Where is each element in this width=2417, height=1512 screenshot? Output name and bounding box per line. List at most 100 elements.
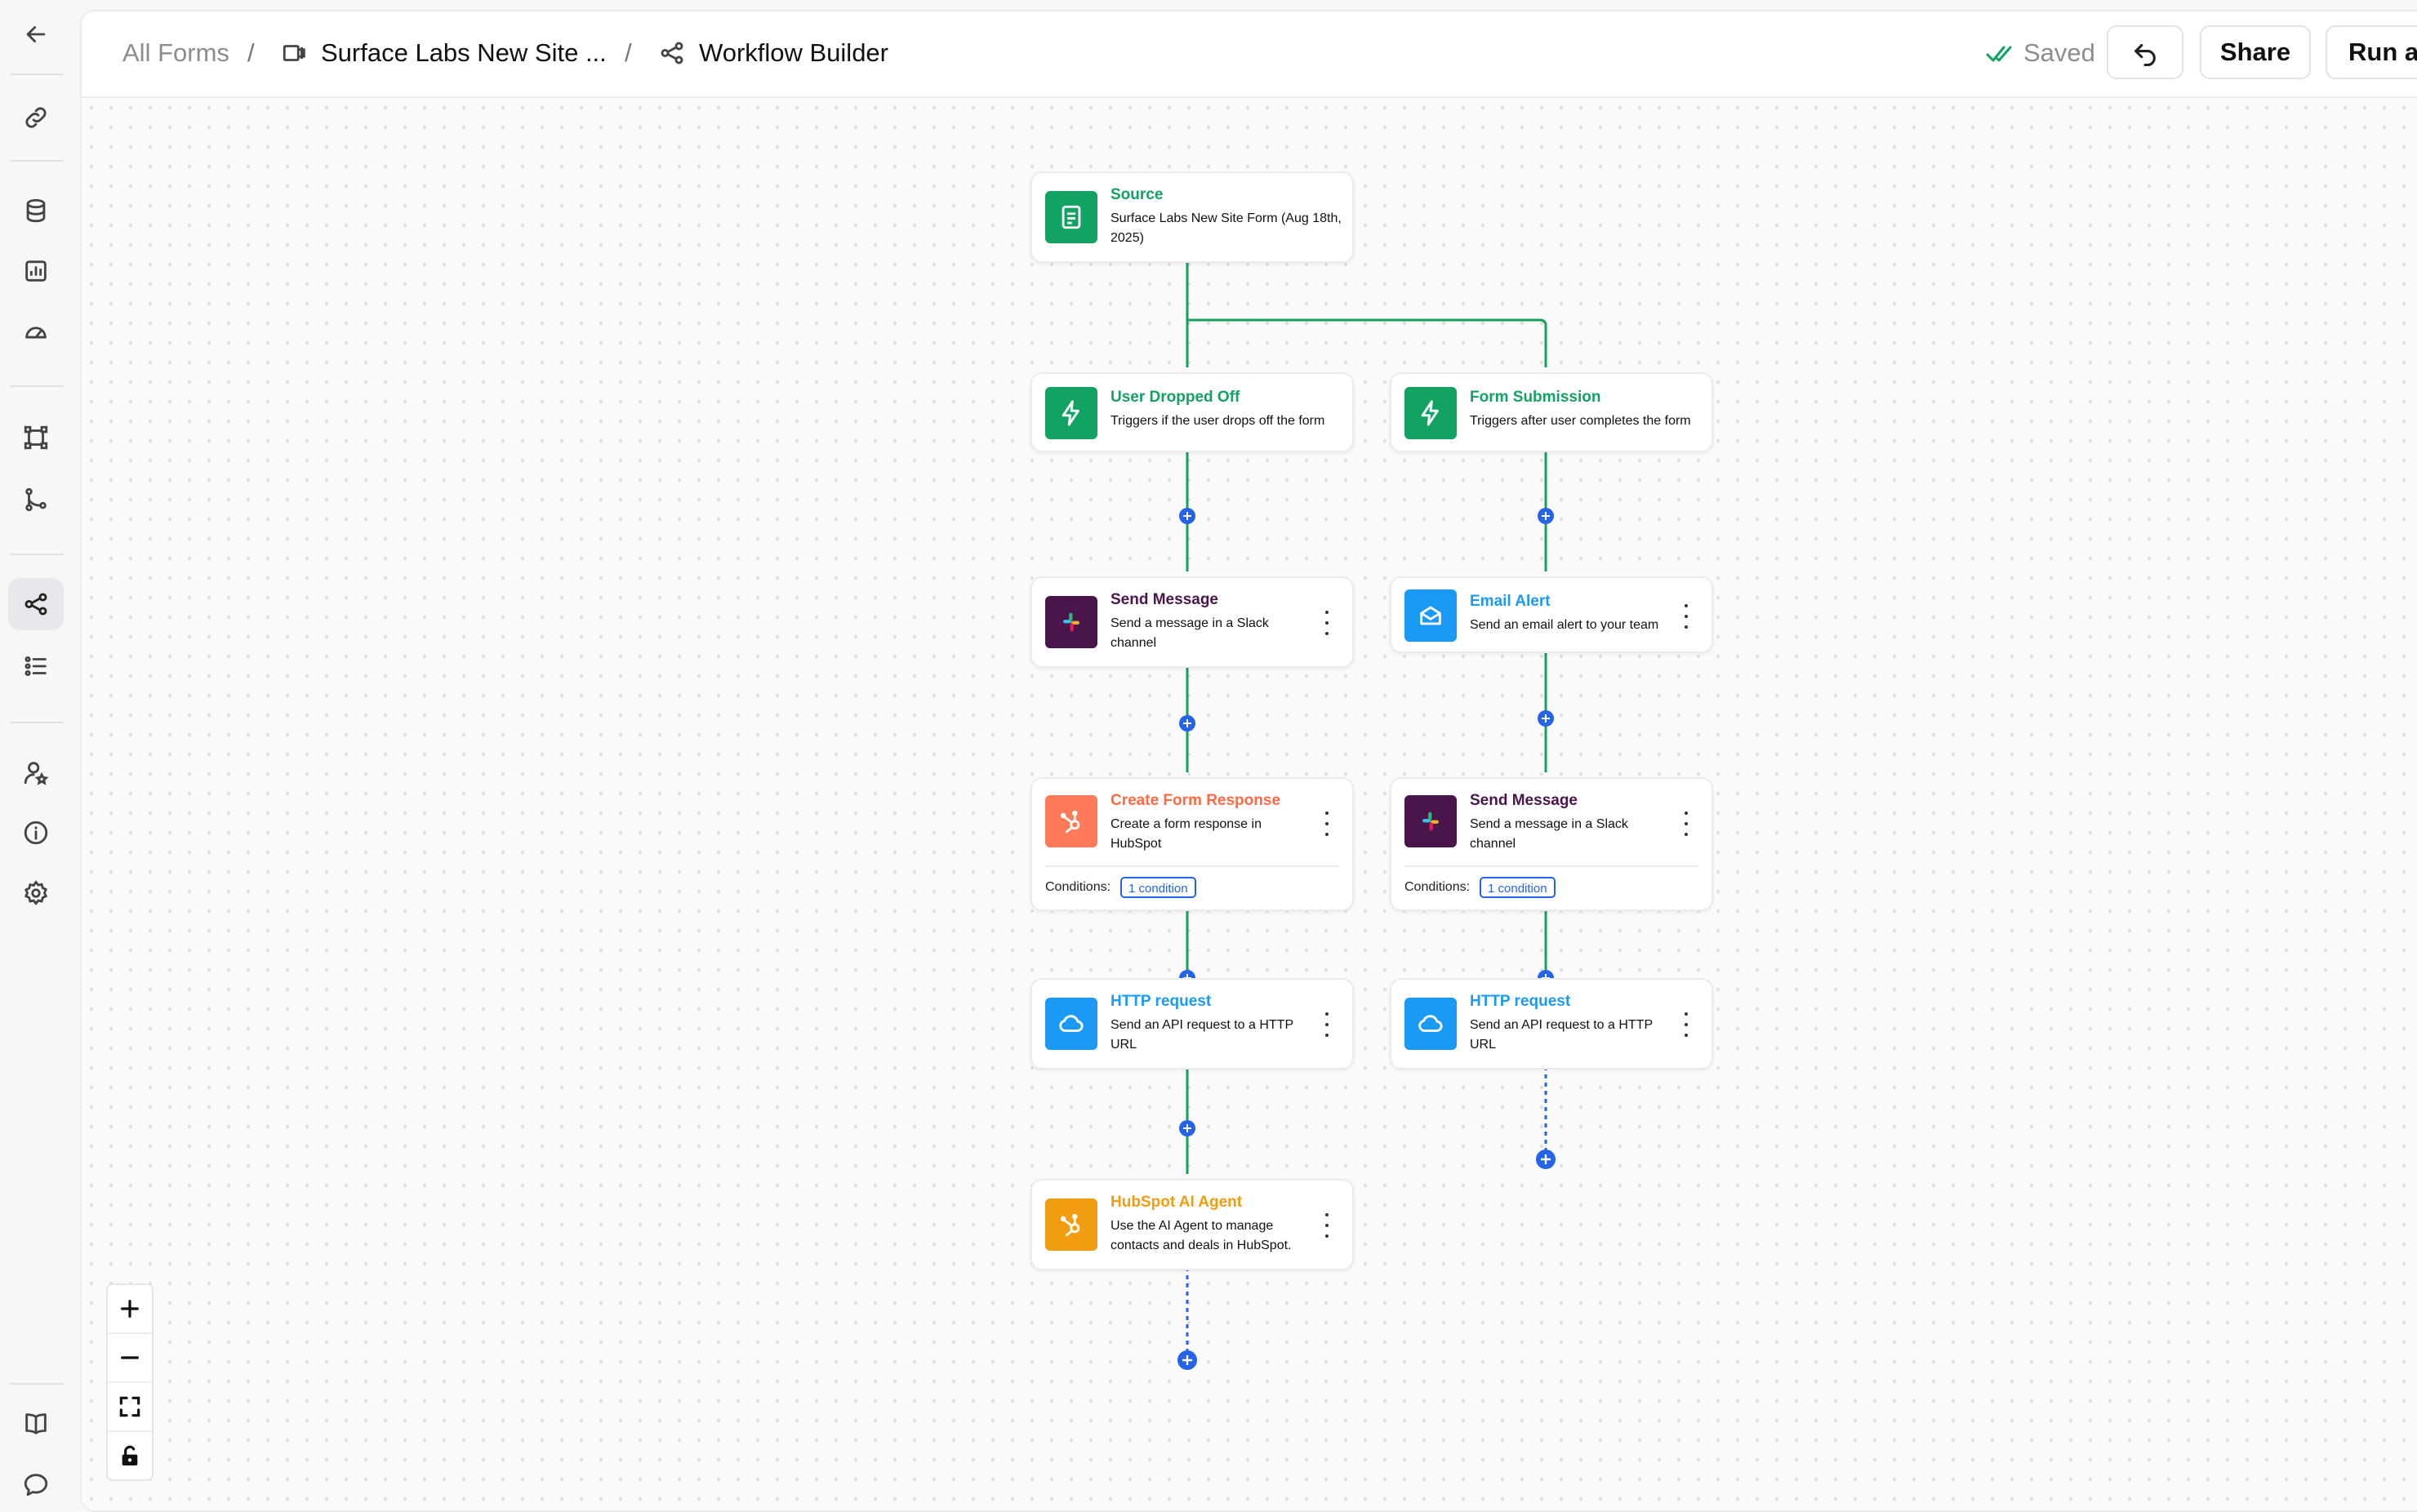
link-icon[interactable] [8, 91, 64, 144]
node-description: Send an API request to a HTTP URL [1470, 1018, 1653, 1052]
action-node-http-request[interactable]: HTTP request Send an API request to a HT… [1030, 978, 1354, 1070]
lock-button[interactable] [108, 1432, 152, 1479]
add-step-icon[interactable] [1179, 1120, 1195, 1136]
node-description: Send a message in a Slack channel [1470, 817, 1628, 851]
conditions-label: Conditions: [1404, 880, 1471, 894]
more-options-icon[interactable] [1321, 611, 1333, 635]
action-node-email-alert[interactable]: Email Alert Send an email alert to your … [1390, 576, 1713, 653]
more-options-icon[interactable] [1680, 812, 1692, 836]
node-description: Send a message in a Slack channel [1111, 616, 1269, 650]
breadcrumb-all-forms[interactable]: All Forms [122, 38, 229, 67]
zoom-out-button[interactable] [108, 1334, 152, 1383]
node-title: User Dropped Off [1111, 389, 1240, 406]
node-description: Send an email alert to your team [1470, 618, 1659, 632]
slack-icon [1045, 596, 1097, 648]
sidebar-divider [10, 385, 64, 387]
frame-icon[interactable] [8, 411, 64, 464]
trigger-node-form-submission[interactable]: Form Submission Triggers after user comp… [1390, 372, 1713, 452]
more-options-icon[interactable] [1680, 604, 1692, 629]
node-title: HTTP request [1470, 993, 1571, 1010]
conditions-label: Conditions: [1045, 880, 1111, 894]
bar-chart-icon[interactable] [8, 245, 64, 297]
lightning-icon [1404, 387, 1457, 439]
node-title: Email Alert [1470, 593, 1551, 610]
more-options-icon[interactable] [1680, 1012, 1692, 1037]
double-check-icon [1986, 46, 2012, 62]
undo-icon [2134, 43, 2156, 66]
lock-icon [122, 1445, 138, 1465]
gauge-icon[interactable] [8, 305, 64, 358]
add-step-icon[interactable] [1177, 1350, 1197, 1370]
checklist-icon[interactable] [8, 640, 64, 692]
zoom-controls [106, 1283, 154, 1481]
sidebar-divider [10, 1383, 64, 1385]
condition-badge[interactable]: 1 condition [1480, 877, 1556, 898]
branch-icon[interactable] [8, 474, 64, 526]
node-title: Create Form Response [1111, 792, 1281, 809]
form-icon [283, 45, 305, 61]
action-node-send-message[interactable]: Send Message Send a message in a Slack c… [1030, 576, 1354, 668]
lightning-icon [1045, 387, 1097, 439]
action-node-create-form-response[interactable]: Create Form Response Create a form respo… [1030, 777, 1354, 911]
node-description: Surface Labs New Site Form (Aug 18th, 20… [1111, 211, 1342, 245]
workflow-canvas[interactable]: Source Surface Labs New Site Form (Aug 1… [82, 98, 2417, 1510]
zoom-in-button[interactable] [108, 1285, 152, 1334]
node-description: Triggers if the user drops off the form [1111, 414, 1325, 428]
node-title: Send Message [1470, 792, 1578, 809]
node-title: Source [1111, 186, 1164, 203]
cloud-icon [1045, 998, 1097, 1050]
add-step-icon[interactable] [1538, 508, 1554, 524]
node-title: HTTP request [1111, 993, 1212, 1010]
workflow-icon [661, 42, 683, 64]
trigger-node-user-dropped-off[interactable]: User Dropped Off Triggers if the user dr… [1030, 372, 1354, 452]
book-icon[interactable] [8, 1398, 64, 1450]
gear-icon[interactable] [8, 867, 64, 919]
share-button[interactable]: Share [2200, 25, 2311, 79]
add-step-icon[interactable] [1179, 715, 1195, 732]
add-step-icon[interactable] [1536, 1150, 1556, 1169]
zoom-out-icon [121, 1356, 139, 1359]
node-title: HubSpot AI Agent [1111, 1194, 1243, 1211]
mail-icon [1404, 589, 1457, 642]
hubspot-icon [1045, 1198, 1097, 1251]
undo-button[interactable] [2107, 25, 2183, 79]
sidebar [0, 0, 78, 1509]
chat-bubble-icon[interactable] [8, 1458, 64, 1510]
sidebar-divider [10, 722, 64, 723]
action-node-hubspot-ai-agent[interactable]: HubSpot AI Agent Use the AI Agent to man… [1030, 1179, 1354, 1270]
source-node[interactable]: Source Surface Labs New Site Form (Aug 1… [1030, 171, 1354, 263]
page-title: Workflow Builder [699, 38, 889, 67]
sidebar-divider [10, 160, 64, 162]
sidebar-divider [10, 554, 64, 555]
node-title: Form Submission [1470, 389, 1601, 406]
action-node-http-request[interactable]: HTTP request Send an API request to a HT… [1390, 978, 1713, 1070]
info-icon[interactable] [8, 807, 64, 859]
run-button[interactable]: Run a [2326, 25, 2417, 79]
workflow-icon[interactable] [8, 578, 64, 630]
more-options-icon[interactable] [1321, 812, 1333, 836]
more-options-icon[interactable] [1321, 1213, 1333, 1238]
add-step-icon[interactable] [1538, 710, 1554, 727]
zoom-in-icon [121, 1300, 139, 1318]
node-title: Send Message [1111, 591, 1218, 608]
main-panel: All Forms / Surface Labs New Site ... / … [80, 10, 2417, 1512]
saved-status: Saved [2023, 38, 2095, 67]
database-icon[interactable] [8, 185, 64, 237]
breadcrumb-separator: / [625, 38, 632, 67]
breadcrumb-form-name[interactable]: Surface Labs New Site ... [321, 38, 607, 67]
node-description: Use the AI Agent to manage contacts and … [1111, 1219, 1292, 1252]
more-options-icon[interactable] [1321, 1012, 1333, 1037]
node-description: Create a form response in HubSpot [1111, 817, 1262, 851]
hubspot-icon [1045, 795, 1097, 847]
user-star-icon[interactable] [8, 746, 64, 798]
document-icon [1045, 191, 1097, 243]
fit-view-button[interactable] [108, 1383, 152, 1432]
fit-view-icon [119, 1396, 140, 1417]
arrow-left-icon[interactable] [8, 8, 64, 60]
breadcrumb-separator: / [247, 38, 255, 67]
condition-badge[interactable]: 1 condition [1120, 877, 1196, 898]
add-step-icon[interactable] [1179, 508, 1195, 524]
sidebar-divider [10, 73, 64, 75]
action-node-send-message[interactable]: Send Message Send a message in a Slack c… [1390, 777, 1713, 911]
slack-icon [1404, 795, 1457, 847]
